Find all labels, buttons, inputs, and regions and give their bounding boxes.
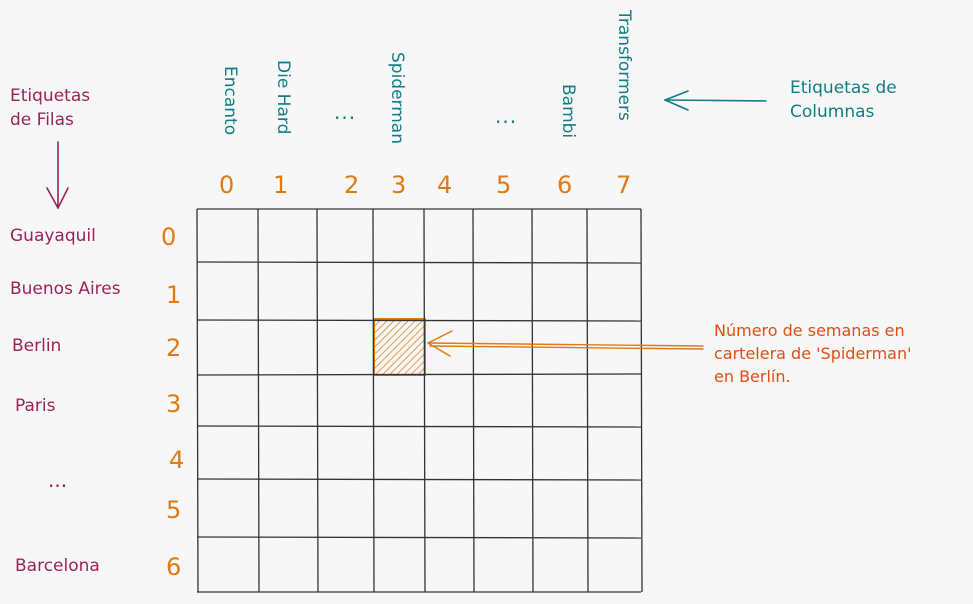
- row-index-0: 0: [161, 223, 177, 251]
- row-index-6: 6: [166, 553, 182, 581]
- row-label-berlin: Berlin: [12, 336, 62, 356]
- column-label-ellipsis-2: ...: [495, 104, 518, 128]
- column-index-1: 1: [273, 171, 289, 199]
- column-index-7: 7: [616, 171, 632, 199]
- row-index-4: 4: [169, 446, 185, 474]
- highlighted-cell: [373, 318, 426, 376]
- column-index-6: 6: [557, 171, 573, 199]
- column-index-2: 2: [344, 171, 360, 199]
- column-index-0: 0: [219, 171, 235, 199]
- column-index-5: 5: [496, 171, 512, 199]
- column-index-4: 4: [437, 171, 453, 199]
- row-index-5: 5: [166, 496, 182, 524]
- spiderman-berlin-annotation: Número de semanas en cartelera de 'Spide…: [714, 321, 912, 386]
- row-index-2: 2: [166, 334, 182, 362]
- column-labels-arrow: [664, 90, 767, 111]
- column-label-ellipsis-1: ...: [334, 100, 357, 124]
- row-index-1: 1: [166, 281, 182, 309]
- row-label-barcelona: Barcelona: [15, 556, 100, 576]
- row-index-3: 3: [166, 390, 182, 418]
- column-index-3: 3: [391, 171, 407, 199]
- row-labels-title: Etiquetas de Filas: [10, 86, 91, 130]
- column-labels-title: Etiquetas de Columnas: [790, 78, 897, 122]
- grid: [196, 208, 643, 593]
- row-label-buenos-aires: Buenos Aires: [10, 279, 121, 299]
- row-labels-arrow: [46, 141, 69, 209]
- row-label-guayaquil: Guayaquil: [10, 226, 96, 246]
- row-label-paris: Paris: [15, 396, 56, 416]
- row-label-ellipsis: ...: [48, 468, 68, 492]
- annotation-arrow: [427, 330, 704, 357]
